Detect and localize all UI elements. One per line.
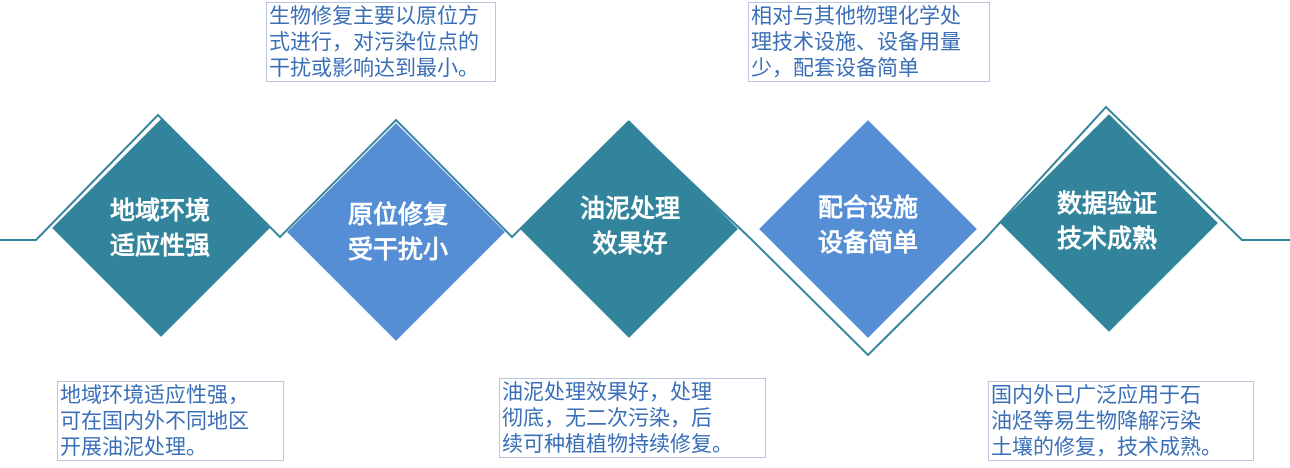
step-5-label: 数据验证 技术成熟: [1056, 189, 1157, 253]
description-step-1: 地域环境适应性强， 可在国内外不同地区 开展油泥处理。: [57, 381, 284, 461]
description-step-5: 国内外已广泛应用于石 油烃等易生物降解污染 土壤的修复，技术成熟。: [988, 381, 1254, 461]
step-1-label: 地域环境 适应性强: [109, 196, 210, 260]
step-4-label: 配合设施 设备简单: [817, 193, 918, 257]
description-step-2: 生物修复主要以原位方 式进行，对污染位点的 干扰或影响达到最小。: [266, 2, 496, 82]
description-step-4: 相对与其他物理化学处 理技术设施、设备用量 少，配套设备简单: [748, 2, 990, 82]
step-2-label: 原位修复 受干扰小: [347, 200, 448, 264]
step-3-label: 油泥处理 效果好: [579, 194, 680, 258]
description-step-3: 油泥处理效果好，处理 彻底，无二次污染，后 续可种植植物持续修复。: [499, 378, 766, 458]
